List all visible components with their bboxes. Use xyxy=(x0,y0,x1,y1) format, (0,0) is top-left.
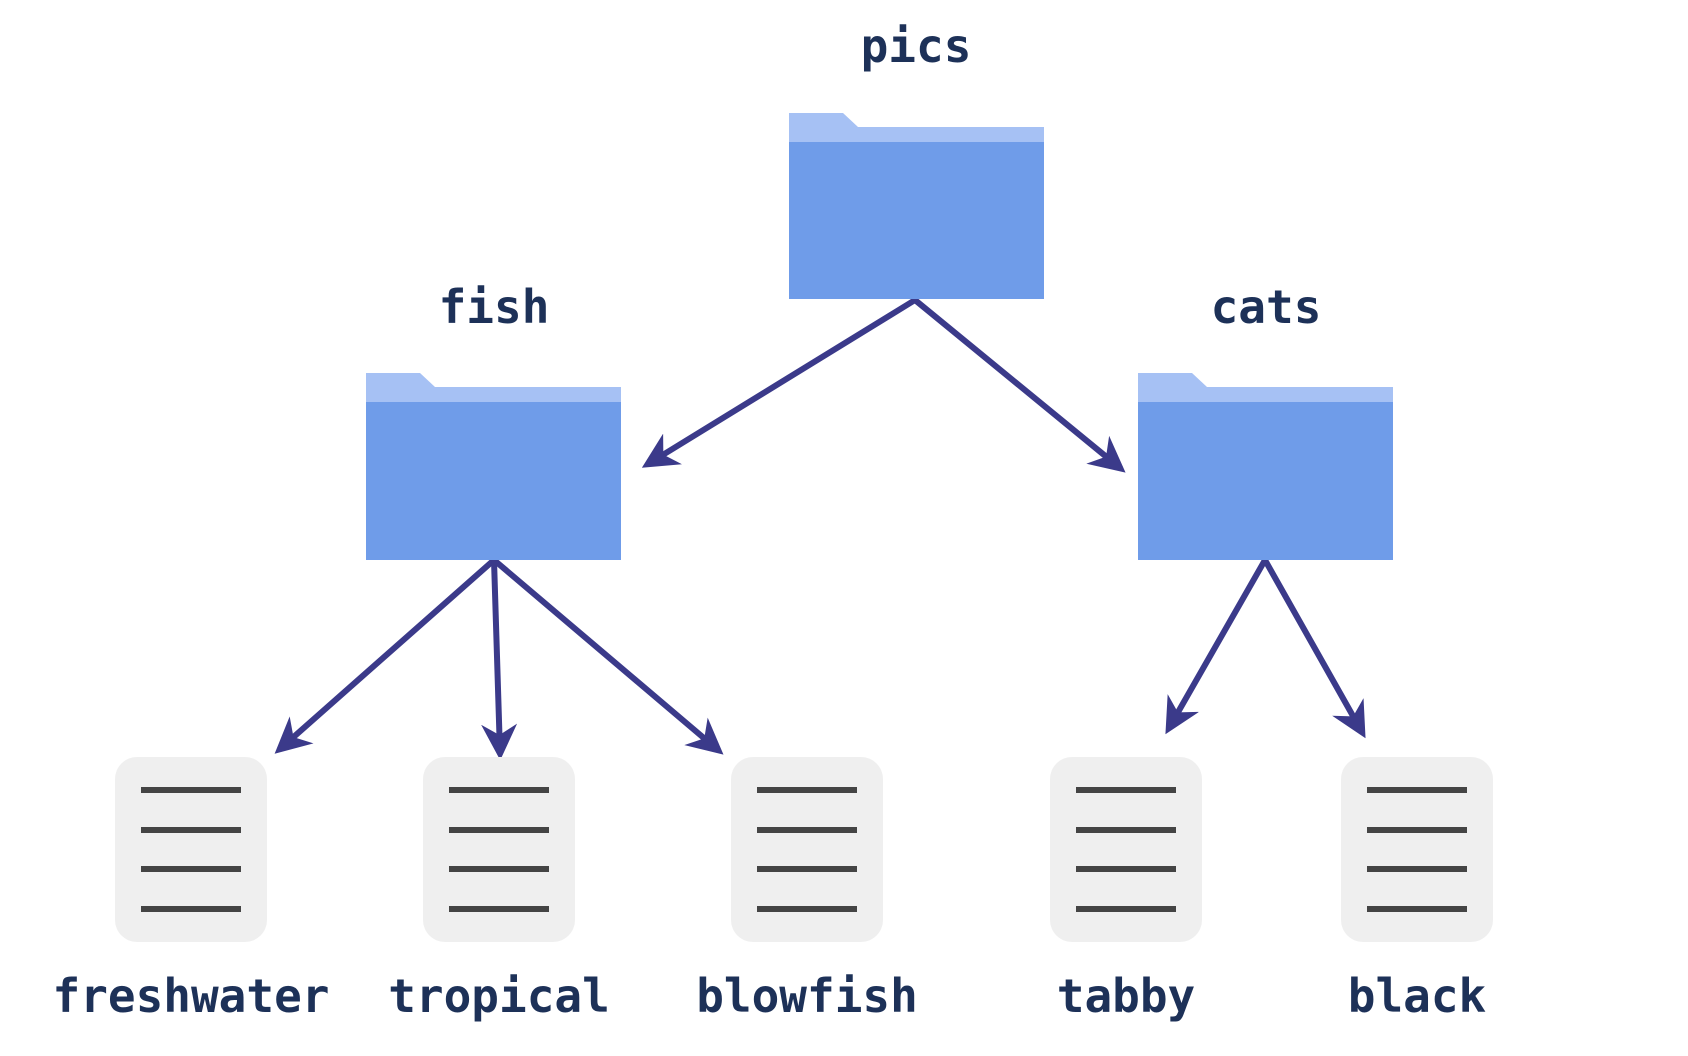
file-label-tropical: tropical xyxy=(388,969,610,1023)
document-icon xyxy=(423,757,575,942)
arrow-cats-to-tabby xyxy=(1165,557,1268,735)
document-icon xyxy=(1050,757,1202,942)
folder-icon xyxy=(789,113,1044,299)
folder-node-fish[interactable]: fish xyxy=(366,280,621,560)
file-node-blowfish[interactable]: blowfish xyxy=(696,757,918,1023)
file-node-tabby[interactable]: tabby xyxy=(1050,757,1202,1023)
edges xyxy=(274,297,1366,761)
arrow-fish-to-blowfish xyxy=(491,557,724,755)
document-icon xyxy=(115,757,267,942)
file-node-tropical[interactable]: tropical xyxy=(388,757,610,1023)
file-label-tabby: tabby xyxy=(1057,969,1195,1023)
folder-node-cats[interactable]: cats xyxy=(1138,280,1393,560)
arrow-pics-to-fish xyxy=(641,297,918,468)
document-icon xyxy=(731,757,883,942)
document-icon xyxy=(1341,757,1493,942)
folder-label-cats: cats xyxy=(1211,280,1322,334)
file-label-freshwater: freshwater xyxy=(53,969,330,1023)
file-node-black[interactable]: black xyxy=(1341,757,1493,1023)
file-node-freshwater[interactable]: freshwater xyxy=(53,757,330,1023)
folder-icon xyxy=(1138,373,1393,560)
folder-icon xyxy=(366,373,621,560)
file-label-blowfish: blowfish xyxy=(696,969,918,1023)
folder-label-fish: fish xyxy=(439,280,550,334)
folder-node-pics[interactable]: pics xyxy=(789,19,1044,299)
folder-label-pics: pics xyxy=(861,19,972,73)
arrow-pics-to-cats xyxy=(912,297,1126,473)
arrow-fish-to-tropical xyxy=(481,557,518,761)
arrow-cats-to-black xyxy=(1262,557,1366,739)
file-label-black: black xyxy=(1348,969,1486,1023)
arrow-fish-to-freshwater xyxy=(274,557,497,754)
